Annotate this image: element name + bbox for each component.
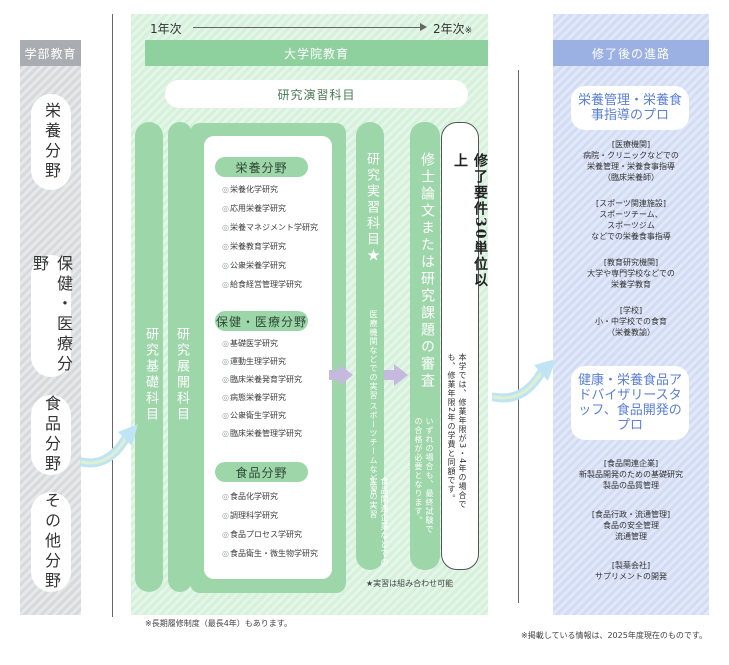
career-entry: [食品関連企業] 新製品開発のための基礎研究 製品の品質管理: [579, 459, 683, 490]
list-item: ◎臨床栄養管理学研究: [222, 429, 302, 438]
timeline-arrow-icon: [420, 23, 427, 31]
list-item: ◎食品プロセス学研究: [222, 530, 302, 539]
arrow-right-icon: [384, 364, 408, 386]
year-start-label: 1年次: [150, 22, 182, 36]
timeline-line: [193, 27, 423, 28]
career-header: 修了後の進路: [553, 40, 709, 66]
list-item: ◎食品衛生・微生物学研究: [222, 549, 318, 558]
practicum-line-food: 食品関連企業などでの実習: [369, 477, 389, 567]
practicum-line-sports: スポーツチームなどでの実習: [369, 402, 378, 519]
section-title-nutrition: 栄養分野: [215, 157, 308, 177]
list-item: ◎食品化学研究: [222, 492, 278, 501]
list-item: ◎調理科学研究: [222, 511, 278, 520]
field-nutrition: 栄養分野: [31, 94, 71, 190]
list-item: ◎運動生理学研究: [222, 357, 286, 366]
year-end-label: 2年次※: [433, 22, 473, 36]
career-entry: [教育研究機関] 大学や専門学校などでの 栄養学教育: [587, 258, 675, 289]
thesis-title: 修士論文または研究課題の審査: [419, 152, 435, 390]
seminar-subjects: 研究演習科目: [165, 80, 468, 108]
practicum-title: 研究実習科目★: [364, 152, 379, 264]
list-item: ◎栄養化学研究: [222, 185, 278, 194]
list-item: ◎病態栄養学研究: [222, 393, 286, 402]
career-group-title-nutrition: 栄養管理・栄養食事指導のプロ: [571, 86, 689, 130]
career-entry: [スポーツ関連施設] スポーツチーム、 スポーツジム などでの栄養食事指導: [591, 199, 671, 241]
requirement-title: 修了要件30単位以上: [452, 153, 488, 289]
list-item: ◎栄養教育学研究: [222, 242, 286, 251]
subject-panel-inner: [204, 136, 332, 579]
field-other: その他分野: [31, 492, 71, 592]
list-item: ◎栄養マネジメント学研究: [222, 223, 318, 232]
section-list-health: ◎基礎医学研究 ◎運動生理学研究 ◎臨床栄養発育学研究 ◎病態栄養学研究 ◎公衆…: [222, 338, 302, 446]
career-entry: [学校] 小・中学校での食育 （栄養教諭）: [595, 306, 667, 337]
advanced-subjects-column: 研究展開科目: [168, 122, 192, 592]
list-item: ◎応用栄養学研究: [222, 204, 286, 213]
list-item: ◎基礎医学研究: [222, 339, 278, 348]
thesis-note: いずれの場合も、最終試験での合格が必要となります。: [414, 417, 434, 534]
divider-left: [112, 14, 113, 617]
divider-right: [518, 70, 519, 603]
undergrad-header: 学部教育: [20, 40, 81, 66]
curved-arrow-icon: [80, 424, 138, 468]
list-item: ◎給食経営管理学研究: [222, 280, 302, 289]
practicum-line-medical: 医療機関などでの実習: [369, 310, 378, 400]
grad-header: 大学院教育: [145, 40, 488, 66]
curved-arrow-icon: [492, 359, 556, 403]
section-list-nutrition: ◎栄養化学研究 ◎応用栄養学研究 ◎栄養マネジメント学研究 ◎栄養教育学研究 ◎…: [222, 184, 318, 298]
practicum-footnote: ★実習は組み合わせ可能: [366, 579, 454, 588]
career-entry: [医療機関] 病院・クリニックなどでの 栄養管理・栄養食事指導 （臨床栄養師）: [583, 140, 679, 182]
requirement-note: 本学では、修業年限が3・4年の場合でも、修業年限2年の学費と同額です。: [447, 353, 467, 510]
arrow-right-icon: [329, 364, 353, 386]
field-health-medical: 保健・医療分野: [30, 255, 73, 377]
period-footnote: ※長期履修制度（最長4年）もあります。: [145, 619, 292, 628]
practicum-column: 研究実習科目★ 医療機関などでの実習 スポーツチームなどでの実習 食品関連企業な…: [356, 122, 389, 570]
list-item: ◎臨床栄養発育学研究: [222, 375, 302, 384]
list-item: ◎公衆栄養学研究: [222, 261, 286, 270]
field-food: 食品分野: [31, 395, 71, 475]
basic-subjects-label: 研究基礎科目: [143, 327, 158, 423]
section-title-food: 食品分野: [215, 462, 308, 482]
footer-note: ※掲載している情報は、2025年度現在のものです。: [521, 631, 708, 640]
section-list-food: ◎食品化学研究 ◎調理科学研究 ◎食品プロセス学研究 ◎食品衛生・微生物学研究: [222, 491, 318, 567]
requirement-column: 修了要件30単位以上 本学では、修業年限が3・4年の場合でも、修業年限2年の学費…: [441, 122, 488, 570]
career-group-title-food: 健康・栄養食品アドバイザリースタッフ、食品開発のプロ: [571, 366, 689, 440]
thesis-column: 修士論文または研究課題の審査 いずれの場合も、最終試験での合格が必要となります。: [410, 122, 440, 570]
section-title-health: 保健・医療分野: [215, 311, 308, 331]
advanced-subjects-label: 研究展開科目: [174, 327, 189, 423]
list-item: ◎公衆衛生学研究: [222, 411, 286, 420]
career-entry: [食品行政・流通管理] 食品の安全管理 流通管理: [591, 510, 671, 541]
basic-subjects-column: 研究基礎科目: [135, 122, 163, 592]
career-entry: [製薬会社] サプリメントの開発: [595, 561, 667, 581]
